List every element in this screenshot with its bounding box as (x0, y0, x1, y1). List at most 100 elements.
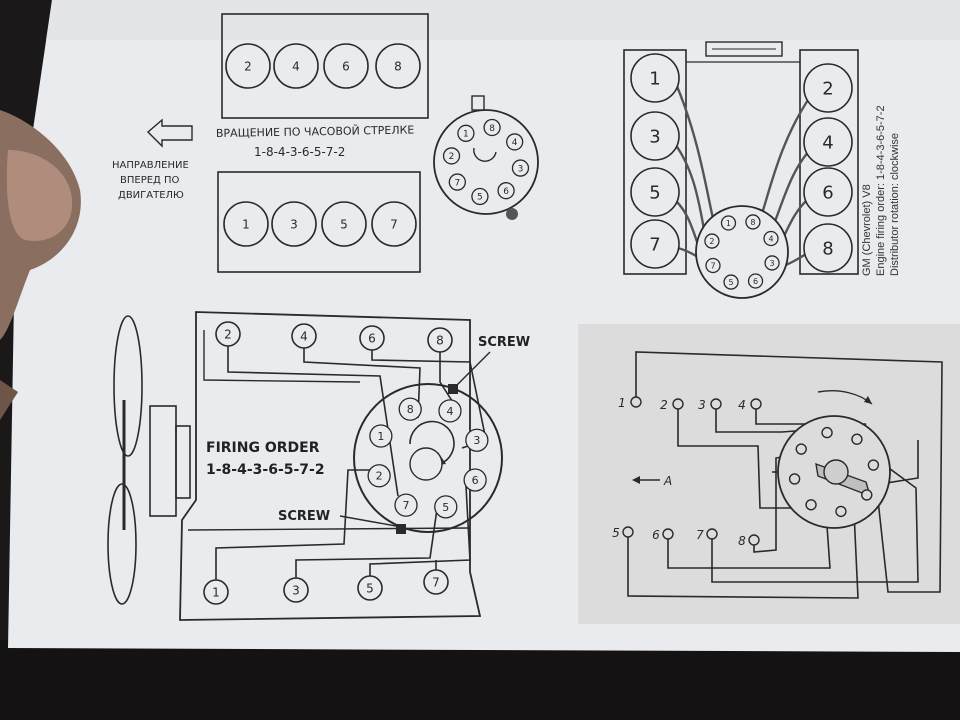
firing-order-sequence: 1-8-4-3-6-5-7-2 (206, 462, 325, 478)
bl-cap-terminal-2: 2 (367, 464, 391, 488)
bl-cylinder-top-4: 8 (427, 327, 453, 353)
svg-text:8: 8 (394, 59, 402, 73)
br-terminal-label-bottom-2: 6 (652, 528, 660, 542)
svg-text:3: 3 (473, 434, 480, 447)
svg-text:7: 7 (454, 178, 460, 188)
svg-text:6: 6 (472, 474, 479, 487)
svg-text:5: 5 (366, 581, 374, 595)
tr-cylinder-left-4: 7 (630, 219, 680, 269)
br-terminal-label-top-1: 1 (618, 396, 626, 410)
tr-cap-terminal-1: 1 (720, 215, 737, 231)
svg-text:5: 5 (729, 278, 734, 287)
svg-text:5: 5 (442, 501, 449, 514)
br-cap-terminal (851, 433, 863, 445)
bl-cap-terminal-4: 4 (438, 399, 462, 423)
svg-text:6: 6 (753, 277, 758, 286)
svg-text:1: 1 (463, 130, 469, 140)
screw-label-bottom: SCREW (278, 509, 330, 524)
tr-cap-terminal-7: 7 (705, 257, 721, 274)
tl-cap-terminal-3: 3 (511, 159, 530, 177)
svg-text:8: 8 (822, 238, 833, 259)
svg-text:2: 2 (449, 152, 455, 162)
tl-cylinder-top-3: 6 (323, 43, 369, 89)
svg-text:3: 3 (292, 583, 300, 597)
tl-cylinder-bottom-2: 3 (271, 201, 317, 247)
svg-text:4: 4 (292, 59, 300, 73)
br-cap-terminal (821, 426, 833, 439)
fan (107, 315, 191, 605)
svg-text:7: 7 (403, 499, 410, 512)
tr-cylinder-right-3: 6 (803, 167, 853, 217)
bl-cylinder-top-1: 2 (215, 321, 241, 347)
thumb (0, 110, 81, 420)
svg-text:5: 5 (340, 217, 348, 231)
bl-cap-terminal-7: 7 (394, 493, 418, 517)
bl-cap-terminal-6: 6 (463, 468, 487, 492)
caption-line2: Engine firing order: 1-8-4-3-6-5-7-2 (875, 105, 887, 276)
br-cap-terminal (867, 459, 880, 471)
svg-text:2: 2 (224, 327, 232, 341)
bl-cap-terminal-1: 1 (369, 424, 393, 448)
br-cap-terminal (795, 443, 807, 455)
svg-text:5: 5 (649, 182, 660, 203)
bl-cylinder-bottom-2: 3 (283, 577, 309, 603)
tr-cylinder-left-3: 5 (630, 167, 680, 217)
br-terminal-top-3 (710, 398, 722, 410)
tr-cap-terminal-8: 8 (745, 214, 761, 230)
firing-order-title: FIRING ORDER (206, 440, 320, 456)
svg-text:2: 2 (822, 78, 833, 99)
bl-cylinder-bottom-1: 1 (203, 579, 229, 605)
tr-cap-terminal-5: 5 (723, 274, 739, 290)
direction-label-line1: НАПРАВЛЕНИЕ (112, 160, 189, 171)
svg-text:1: 1 (242, 217, 250, 231)
bl-cap-terminal-8: 8 (398, 397, 422, 421)
svg-text:7: 7 (432, 575, 440, 589)
bl-cylinder-bottom-3: 5 (357, 575, 383, 601)
arrow-label-a: A (663, 474, 672, 488)
tl-cap-terminal-5: 5 (471, 187, 489, 206)
svg-text:6: 6 (342, 59, 350, 73)
rotation-note: ВРАЩЕНИЕ ПО ЧАСОВОЙ СТРЕЛКЕ (216, 124, 415, 140)
br-terminal-bottom-3 (706, 528, 718, 540)
svg-text:1: 1 (726, 219, 731, 228)
bl-cap-terminal-5: 5 (434, 495, 458, 519)
svg-text:2: 2 (709, 237, 714, 246)
bl-cylinder-top-2: 4 (291, 323, 317, 349)
tl-cylinder-bottom-3: 5 (321, 201, 367, 247)
br-terminal-bottom-2 (662, 528, 674, 540)
svg-text:4: 4 (822, 132, 833, 153)
svg-text:5: 5 (477, 193, 483, 203)
tl-cylinder-bottom-4: 7 (371, 201, 417, 247)
tl-cap-terminal-4: 4 (506, 133, 524, 151)
forward-arrow (146, 118, 193, 148)
tl-cap-terminal-6: 6 (497, 182, 515, 200)
svg-text:1: 1 (212, 585, 220, 599)
svg-text:4: 4 (300, 329, 308, 343)
tr-cylinder-left-2: 3 (630, 111, 680, 161)
tl-cylinder-bottom-1: 1 (223, 201, 269, 247)
br-cap-terminal (805, 499, 817, 511)
tr-cap-terminal-4: 4 (763, 230, 779, 247)
br-terminal-label-top-4: 4 (738, 398, 746, 412)
br-cap-terminal (861, 489, 873, 501)
br-terminal-label-top-3: 3 (698, 398, 706, 412)
tl-cap-terminal-2: 2 (442, 147, 461, 165)
tl-cylinder-top-1: 2 (225, 43, 271, 89)
caption-line1: GM (Chevrolet) V8 (861, 184, 873, 276)
direction-label-line2: ВПЕРЕД ПО (120, 175, 180, 186)
tl-cap-terminal-7: 7 (448, 173, 466, 191)
bl-cap-terminal-3: 3 (465, 428, 489, 452)
tr-cylinder-right-2: 4 (803, 117, 853, 167)
br-terminal-top-2 (672, 398, 684, 410)
svg-text:7: 7 (649, 234, 660, 255)
tl-cap-terminal-8: 8 (483, 118, 501, 137)
bottom-right-distributor (777, 415, 891, 529)
svg-text:1: 1 (377, 430, 384, 443)
br-terminal-top-1 (630, 396, 642, 408)
